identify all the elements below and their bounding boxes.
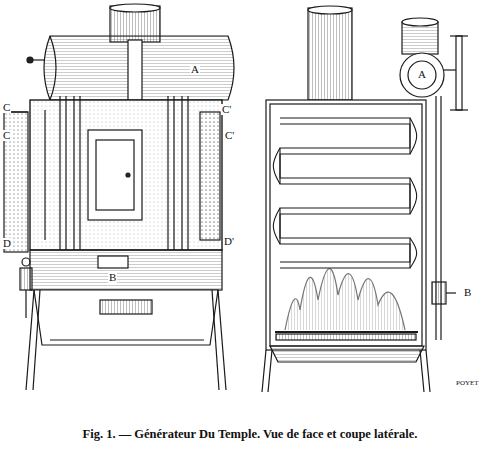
figure-caption: Fig. 1. — Générateur Du Temple. Vue de f… xyxy=(0,427,500,442)
part-letter: C xyxy=(2,102,11,113)
coil-tube xyxy=(280,118,410,262)
part-letter: D' xyxy=(223,236,235,247)
coil-bend xyxy=(273,148,280,184)
part-letter: B xyxy=(108,272,117,283)
part-letter: A xyxy=(417,69,427,80)
part-letter: B xyxy=(463,287,472,298)
part-letter: A xyxy=(190,64,200,75)
part-letter: C xyxy=(2,130,11,141)
coil-bend xyxy=(410,238,417,268)
part-letter: C' xyxy=(221,104,232,115)
coil-tube xyxy=(280,124,410,268)
coil-bend xyxy=(273,208,280,244)
engraver-signature: POYET xyxy=(455,380,480,387)
part-letter: C' xyxy=(224,130,235,141)
coil-bend xyxy=(410,118,417,154)
coil-bend xyxy=(410,178,417,214)
part-letter: D xyxy=(2,238,12,249)
